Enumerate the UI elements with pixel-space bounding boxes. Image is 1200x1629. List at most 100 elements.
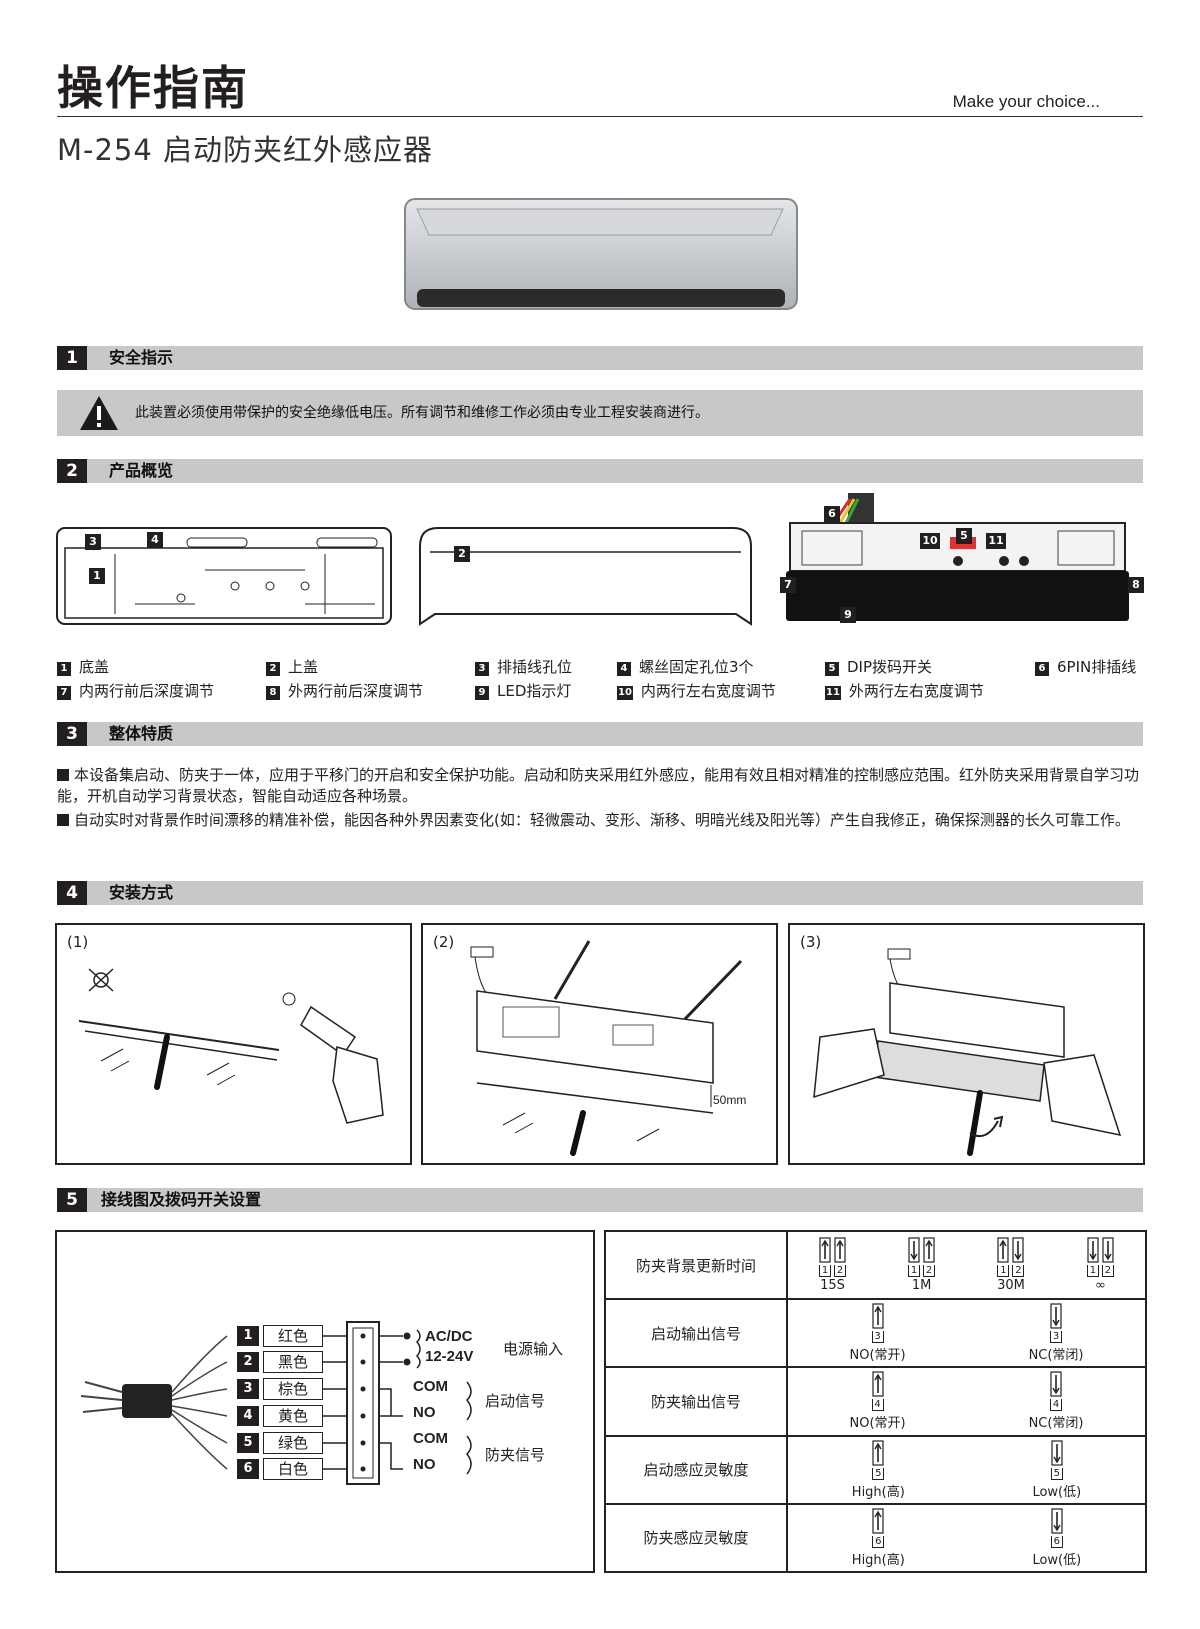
section-title: 接线图及拨码开关设置 <box>101 1190 262 1209</box>
wire-number: 1 <box>237 1326 259 1346</box>
install-step-3: (3) <box>788 923 1145 1165</box>
section-header-features: 3 整体特质 <box>57 722 1143 746</box>
switch-up-icon <box>871 1371 884 1398</box>
dip-option-caption: NC(常闭) <box>1028 1348 1084 1364</box>
section-header-wiring: 5 接线图及拨码开关设置 <box>57 1188 1143 1212</box>
power-label: AC/DC <box>425 1328 473 1345</box>
switch-up-icon <box>872 1440 884 1466</box>
dip-switch-number: 5 <box>872 1467 885 1480</box>
dip-switch-number: 3 <box>871 1331 884 1344</box>
wire-number: 2 <box>237 1352 259 1372</box>
dip-switch: 3 <box>871 1303 884 1344</box>
dip-switch-number: 6 <box>1050 1535 1063 1548</box>
switch-up-icon <box>872 1508 884 1534</box>
callout-4: 4 <box>147 532 163 548</box>
start-signal-group: 启动信号 <box>485 1392 546 1410</box>
dip-row-label: 启动输出信号 <box>604 1298 788 1369</box>
wire-color-label: 白色 <box>263 1458 323 1480</box>
product-subtitle: M-254 启动防夹红外感应器 <box>57 133 434 167</box>
callout-10: 10 <box>920 533 940 549</box>
section-title: 安全指示 <box>109 348 174 367</box>
wiring-diagram: 1 红色 2 黑色 3 棕色 4 黄色 5 绿色 6 白色 AC/DC 12-2… <box>55 1230 595 1573</box>
switch-down-icon <box>1051 1508 1063 1534</box>
switch-up-icon <box>871 1303 884 1329</box>
dip-option-caption: Low(低) <box>1032 1552 1082 1568</box>
dip-switch: 5 <box>872 1440 885 1480</box>
start-com-label: COM <box>413 1378 448 1395</box>
dip-row-label: 防夹输出信号 <box>604 1366 788 1437</box>
dip-option-caption: High(高) <box>851 1484 905 1500</box>
dip-switch-number: 2 <box>834 1265 847 1278</box>
dip-switch-number: 1 <box>819 1265 832 1278</box>
dip-option-caption: NO(常开) <box>849 1348 906 1364</box>
switch-down-icon <box>1051 1440 1063 1466</box>
dip-switch-number: 1 <box>1086 1265 1099 1278</box>
safety-signal-group: 防夹信号 <box>485 1446 546 1464</box>
switch-up-icon <box>923 1237 935 1263</box>
section-title: 整体特质 <box>109 724 174 743</box>
switch-down-icon <box>908 1237 920 1263</box>
wire-color-label: 黑色 <box>263 1351 323 1373</box>
callout-7: 7 <box>780 577 796 593</box>
section-header-install: 4 安装方式 <box>57 881 1143 905</box>
feature-paragraph: 自动实时对背景作时间漂移的精准补偿，能因各种外界因素变化(如：轻微震动、变形、渐… <box>57 810 1147 831</box>
bullet-icon <box>57 814 69 826</box>
dip-switch-number: 1 <box>997 1265 1010 1278</box>
dip-option-caption: Low(低) <box>1032 1484 1082 1500</box>
dip-switch-number: 5 <box>1050 1467 1063 1480</box>
install-step-1: (1) <box>55 923 412 1165</box>
safety-text: 此装置必须使用带保护的安全绝缘低电压。所有调节和维修工作必须由专业工程安装商进行… <box>135 405 709 421</box>
slogan: Make your choice... <box>952 92 1100 111</box>
dip-option-caption: 15S <box>820 1278 845 1294</box>
dip-row-label: 防夹感应灵敏度 <box>604 1502 788 1574</box>
product-photo <box>403 197 799 312</box>
dip-option-caption: NO(常开) <box>849 1416 906 1432</box>
dip-switch: 2 <box>923 1237 936 1278</box>
callout-1: 1 <box>89 568 105 584</box>
top-cover-diagram: 2 <box>418 526 753 626</box>
feature-paragraph: 本设备集启动、防夹于一体，应用于平移门的开启和安全保护功能。启动和防夹采用红外感… <box>57 766 1140 805</box>
install-step-2: (2) 50mm <box>421 923 778 1165</box>
warning-icon <box>80 396 118 430</box>
dip-switch: 4 <box>871 1371 884 1412</box>
dip-row-label: 防夹背景更新时间 <box>604 1229 788 1301</box>
section-title: 安装方式 <box>109 883 174 902</box>
dip-switch: 2 <box>1012 1237 1025 1278</box>
power-input-group: 电源输入 <box>503 1340 564 1358</box>
switch-up-icon <box>819 1237 831 1263</box>
dip-switch-number: 4 <box>1050 1399 1063 1412</box>
wire-color-label: 绿色 <box>263 1432 323 1454</box>
dip-switch: 1 <box>819 1237 832 1278</box>
header-divider <box>57 116 1143 117</box>
dip-switch: 6 <box>1050 1508 1063 1548</box>
dip-switch-number: 4 <box>871 1399 884 1412</box>
safety-com-label: COM <box>413 1430 448 1447</box>
dip-switch: 4 <box>1050 1371 1063 1412</box>
bottom-cover-diagram: 3 4 1 <box>55 526 393 626</box>
pcb-photo: 6 5 10 11 7 8 9 <box>780 493 1145 625</box>
wire-color-label: 黄色 <box>263 1405 323 1427</box>
section-title: 产品概览 <box>109 461 174 480</box>
gap-label: 50mm <box>713 1093 747 1107</box>
safety-warning-box: 此装置必须使用带保护的安全绝缘低电压。所有调节和维修工作必须由专业工程安装商进行… <box>57 390 1143 436</box>
wire-color-label: 棕色 <box>263 1378 323 1400</box>
switch-down-icon <box>1050 1371 1062 1398</box>
page-title: 操作指南 <box>57 61 249 115</box>
